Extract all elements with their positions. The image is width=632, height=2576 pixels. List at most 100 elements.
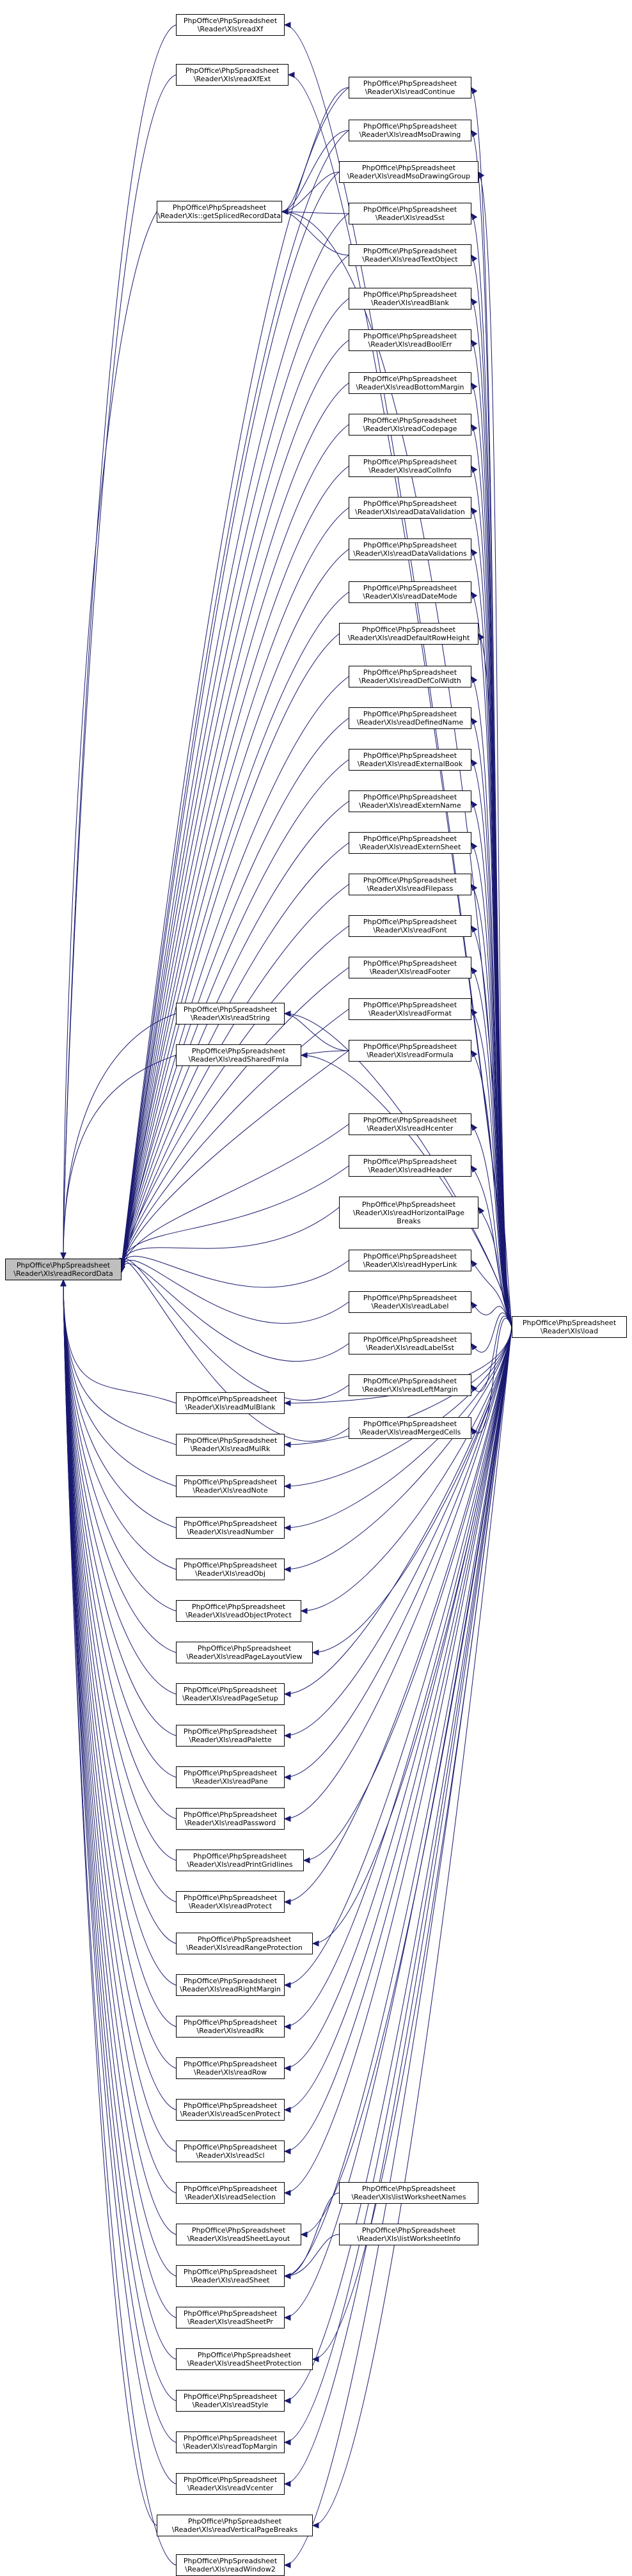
node-read-sheet-pr[interactable]: PhpOffice\PhpSpreadsheet \Reader\Xls\rea… <box>176 2307 285 2329</box>
node-read-string[interactable]: PhpOffice\PhpSpreadsheet \Reader\Xls\rea… <box>176 1003 285 1025</box>
node-read-object-protect[interactable]: PhpOffice\PhpSpreadsheet \Reader\Xls\rea… <box>176 1600 301 1622</box>
node-read-footer[interactable]: PhpOffice\PhpSpreadsheet \Reader\Xls\rea… <box>349 957 471 978</box>
node-read-text-object[interactable]: PhpOffice\PhpSpreadsheet \Reader\Xls\rea… <box>349 244 471 266</box>
node-read-blank[interactable]: PhpOffice\PhpSpreadsheet \Reader\Xls\rea… <box>349 288 471 310</box>
node-read-font[interactable]: PhpOffice\PhpSpreadsheet \Reader\Xls\rea… <box>349 915 471 937</box>
call-edge <box>63 211 157 1259</box>
edge-arrowhead <box>471 717 478 725</box>
node-list-worksheet-names[interactable]: PhpOffice\PhpSpreadsheet \Reader\Xls\lis… <box>339 2182 478 2204</box>
node-read-mso-drawing[interactable]: PhpOffice\PhpSpreadsheet \Reader\Xls\rea… <box>349 120 471 141</box>
node-read-extern-name[interactable]: PhpOffice\PhpSpreadsheet \Reader\Xls\rea… <box>349 790 471 812</box>
node-read-scen-protect-label: PhpOffice\PhpSpreadsheet \Reader\Xls\rea… <box>180 2101 281 2118</box>
node-read-defined-name-label: PhpOffice\PhpSpreadsheet \Reader\Xls\rea… <box>356 710 464 726</box>
call-edge <box>121 1260 349 1324</box>
node-read-external-book[interactable]: PhpOffice\PhpSpreadsheet \Reader\Xls\rea… <box>349 749 471 771</box>
call-edge <box>121 298 349 1265</box>
node-read-mul-blank[interactable]: PhpOffice\PhpSpreadsheet \Reader\Xls\rea… <box>176 1392 285 1414</box>
node-read-hcenter[interactable]: PhpOffice\PhpSpreadsheet \Reader\Xls\rea… <box>349 1113 471 1135</box>
node-read-horizontal-page-breaks[interactable]: PhpOffice\PhpSpreadsheet \Reader\Xls\rea… <box>339 1197 478 1229</box>
edge-arrowhead <box>471 1384 478 1392</box>
node-read-xf-ext[interactable]: PhpOffice\PhpSpreadsheet \Reader\Xls\rea… <box>176 64 288 86</box>
node-read-right-margin-label: PhpOffice\PhpSpreadsheet \Reader\Xls\rea… <box>180 1977 281 1993</box>
call-edge <box>63 1280 177 1570</box>
edge-arrowhead <box>283 2439 291 2446</box>
call-edge <box>301 1326 512 2235</box>
node-read-label[interactable]: PhpOffice\PhpSpreadsheet \Reader\Xls\rea… <box>349 1291 471 1313</box>
node-read-number[interactable]: PhpOffice\PhpSpreadsheet \Reader\Xls\rea… <box>176 1517 285 1539</box>
node-read-page-layout-view[interactable]: PhpOffice\PhpSpreadsheet \Reader\Xls\rea… <box>176 1642 313 1663</box>
node-read-rk[interactable]: PhpOffice\PhpSpreadsheet \Reader\Xls\rea… <box>176 2016 285 2038</box>
node-read-default-row-height[interactable]: PhpOffice\PhpSpreadsheet \Reader\Xls\rea… <box>339 623 478 645</box>
edge-arrowhead <box>471 1123 478 1131</box>
node-read-window2[interactable]: PhpOffice\PhpSpreadsheet \Reader\Xls\rea… <box>176 2554 285 2576</box>
edge-arrowhead <box>471 297 478 306</box>
node-read-data-validation[interactable]: PhpOffice\PhpSpreadsheet \Reader\Xls\rea… <box>349 497 471 519</box>
node-read-vcenter[interactable]: PhpOffice\PhpSpreadsheet \Reader\Xls\rea… <box>176 2473 285 2495</box>
edge-arrowhead <box>283 1400 291 1406</box>
node-read-merged-cells[interactable]: PhpOffice\PhpSpreadsheet \Reader\Xls\rea… <box>349 1417 471 1439</box>
node-read-pane[interactable]: PhpOffice\PhpSpreadsheet \Reader\Xls\rea… <box>176 1766 285 1788</box>
call-edge <box>284 1326 512 2485</box>
node-read-print-gridlines[interactable]: PhpOffice\PhpSpreadsheet \Reader\Xls\rea… <box>176 1850 304 1871</box>
node-read-continue[interactable]: PhpOffice\PhpSpreadsheet \Reader\Xls\rea… <box>349 77 471 98</box>
node-read-header[interactable]: PhpOffice\PhpSpreadsheet \Reader\Xls\rea… <box>349 1155 471 1177</box>
call-edge <box>121 1165 349 1265</box>
node-read-scen-protect[interactable]: PhpOffice\PhpSpreadsheet \Reader\Xls\rea… <box>176 2099 285 2121</box>
node-read-style[interactable]: PhpOffice\PhpSpreadsheet \Reader\Xls\rea… <box>176 2390 285 2412</box>
node-read-sheet-layout[interactable]: PhpOffice\PhpSpreadsheet \Reader\Xls\rea… <box>176 2224 301 2245</box>
node-read-date-mode[interactable]: PhpOffice\PhpSpreadsheet \Reader\Xls\rea… <box>349 581 471 603</box>
node-read-record-data[interactable]: PhpOffice\PhpSpreadsheet \Reader\Xls\rea… <box>5 1259 122 1280</box>
edge-arrowhead <box>471 339 478 347</box>
node-get-spliced-record-data[interactable]: PhpOffice\PhpSpreadsheet \Reader\Xls::ge… <box>157 201 282 223</box>
node-read-col-info[interactable]: PhpOffice\PhpSpreadsheet \Reader\Xls\rea… <box>349 455 471 477</box>
node-read-defined-name[interactable]: PhpOffice\PhpSpreadsheet \Reader\Xls\rea… <box>349 707 471 729</box>
node-read-obj[interactable]: PhpOffice\PhpSpreadsheet \Reader\Xls\rea… <box>176 1559 285 1580</box>
node-read-data-validation-label: PhpOffice\PhpSpreadsheet \Reader\Xls\rea… <box>355 499 465 516</box>
node-read-scl-label: PhpOffice\PhpSpreadsheet \Reader\Xls\rea… <box>183 2143 278 2160</box>
node-read-scl[interactable]: PhpOffice\PhpSpreadsheet \Reader\Xls\rea… <box>176 2140 285 2162</box>
edge-arrowhead <box>283 1899 291 1905</box>
node-read-row[interactable]: PhpOffice\PhpSpreadsheet \Reader\Xls\rea… <box>176 2057 285 2079</box>
call-edge <box>284 1326 512 1736</box>
node-read-filepass[interactable]: PhpOffice\PhpSpreadsheet \Reader\Xls\rea… <box>349 874 471 895</box>
edge-arrowhead <box>471 507 478 515</box>
node-read-sheet-protection[interactable]: PhpOffice\PhpSpreadsheet \Reader\Xls\rea… <box>176 2348 313 2370</box>
node-read-mso-drawing-group[interactable]: PhpOffice\PhpSpreadsheet \Reader\Xls\rea… <box>339 161 478 183</box>
node-read-protect-label: PhpOffice\PhpSpreadsheet \Reader\Xls\rea… <box>183 1894 278 1910</box>
node-read-formula[interactable]: PhpOffice\PhpSpreadsheet \Reader\Xls\rea… <box>349 1040 471 1062</box>
node-read-left-margin[interactable]: PhpOffice\PhpSpreadsheet \Reader\Xls\rea… <box>349 1374 471 1396</box>
call-edge <box>284 1326 512 1445</box>
edge-arrowhead <box>471 465 478 473</box>
node-read-data-validations[interactable]: PhpOffice\PhpSpreadsheet \Reader\Xls\rea… <box>349 538 471 560</box>
node-read-password[interactable]: PhpOffice\PhpSpreadsheet \Reader\Xls\rea… <box>176 1808 285 1830</box>
node-read-selection[interactable]: PhpOffice\PhpSpreadsheet \Reader\Xls\rea… <box>176 2182 285 2204</box>
node-list-worksheet-info[interactable]: PhpOffice\PhpSpreadsheet \Reader\Xls\lis… <box>339 2224 478 2245</box>
node-read-page-setup[interactable]: PhpOffice\PhpSpreadsheet \Reader\Xls\rea… <box>176 1683 285 1705</box>
edge-arrowhead <box>283 2190 291 2196</box>
node-read-sst[interactable]: PhpOffice\PhpSpreadsheet \Reader\Xls\rea… <box>349 203 471 224</box>
node-read-codepage[interactable]: PhpOffice\PhpSpreadsheet \Reader\Xls\rea… <box>349 414 471 436</box>
node-read-xf[interactable]: PhpOffice\PhpSpreadsheet \Reader\Xls\rea… <box>176 14 285 36</box>
node-read-protect[interactable]: PhpOffice\PhpSpreadsheet \Reader\Xls\rea… <box>176 1891 285 1913</box>
node-read-palette[interactable]: PhpOffice\PhpSpreadsheet \Reader\Xls\rea… <box>176 1725 285 1747</box>
node-read-bool-err[interactable]: PhpOffice\PhpSpreadsheet \Reader\Xls\rea… <box>349 329 471 351</box>
node-read-format[interactable]: PhpOffice\PhpSpreadsheet \Reader\Xls\rea… <box>349 998 471 1020</box>
node-read-def-col-width[interactable]: PhpOffice\PhpSpreadsheet \Reader\Xls\rea… <box>349 666 471 687</box>
node-read-mul-rk[interactable]: PhpOffice\PhpSpreadsheet \Reader\Xls\rea… <box>176 1434 285 1456</box>
node-read-password-label: PhpOffice\PhpSpreadsheet \Reader\Xls\rea… <box>183 1810 278 1827</box>
node-read-hyper-link[interactable]: PhpOffice\PhpSpreadsheet \Reader\Xls\rea… <box>349 1250 471 1271</box>
node-read-extern-sheet[interactable]: PhpOffice\PhpSpreadsheet \Reader\Xls\rea… <box>349 832 471 854</box>
node-read-right-margin[interactable]: PhpOffice\PhpSpreadsheet \Reader\Xls\rea… <box>176 1974 285 1996</box>
node-read-sheet[interactable]: PhpOffice\PhpSpreadsheet \Reader\Xls\rea… <box>176 2265 285 2287</box>
node-read-shared-fmla[interactable]: PhpOffice\PhpSpreadsheet \Reader\Xls\rea… <box>176 1044 301 1066</box>
node-read-label-sst[interactable]: PhpOffice\PhpSpreadsheet \Reader\Xls\rea… <box>349 1333 471 1355</box>
node-read-top-margin[interactable]: PhpOffice\PhpSpreadsheet \Reader\Xls\rea… <box>176 2431 285 2453</box>
edge-arrowhead <box>471 382 478 390</box>
node-read-vertical-page-breaks[interactable]: PhpOffice\PhpSpreadsheet \Reader\Xls\rea… <box>157 2515 313 2536</box>
node-read-range-protection[interactable]: PhpOffice\PhpSpreadsheet \Reader\Xls\rea… <box>176 1933 313 1954</box>
node-read-note[interactable]: PhpOffice\PhpSpreadsheet \Reader\Xls\rea… <box>176 1475 285 1497</box>
node-read-bottom-margin[interactable]: PhpOffice\PhpSpreadsheet \Reader\Xls\rea… <box>349 372 471 394</box>
node-load[interactable]: PhpOffice\PhpSpreadsheet \Reader\Xls\loa… <box>512 1316 627 1338</box>
